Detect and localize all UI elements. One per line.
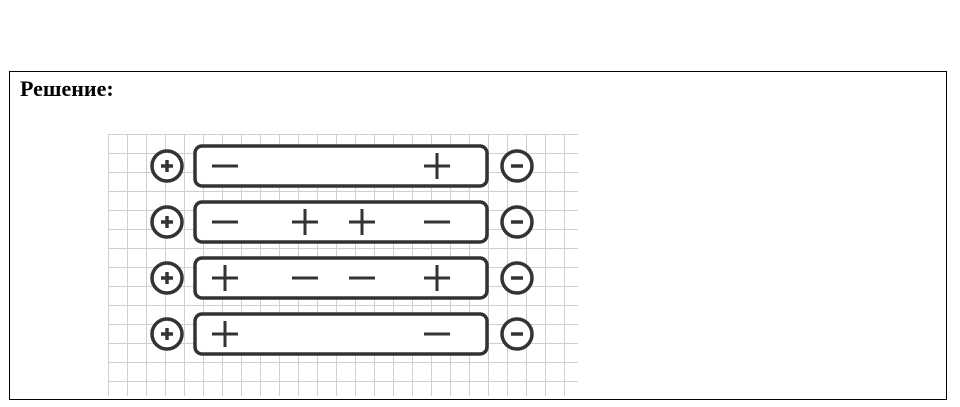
plus-charge	[212, 321, 238, 347]
conductor-bar	[193, 256, 489, 300]
conductor-bar	[193, 200, 489, 244]
negative-terminal	[500, 205, 534, 239]
plus-charge	[212, 265, 238, 291]
conductor-bar	[193, 312, 489, 356]
plus-charge	[292, 209, 318, 235]
plus-charge	[424, 153, 450, 179]
plus-charge	[424, 265, 450, 291]
negative-terminal	[500, 317, 534, 351]
conductor-row	[150, 256, 534, 300]
positive-terminal	[150, 317, 184, 351]
plus-charge	[349, 209, 375, 235]
conductor-row	[150, 312, 534, 356]
conductor-row	[150, 144, 534, 188]
solution-title: Решение:	[20, 76, 114, 101]
positive-terminal	[150, 261, 184, 295]
positive-terminal	[150, 205, 184, 239]
positive-terminal	[150, 149, 184, 183]
conductor-row	[150, 200, 534, 244]
conductor-bar	[193, 144, 489, 188]
negative-terminal	[500, 261, 534, 295]
negative-terminal	[500, 149, 534, 183]
